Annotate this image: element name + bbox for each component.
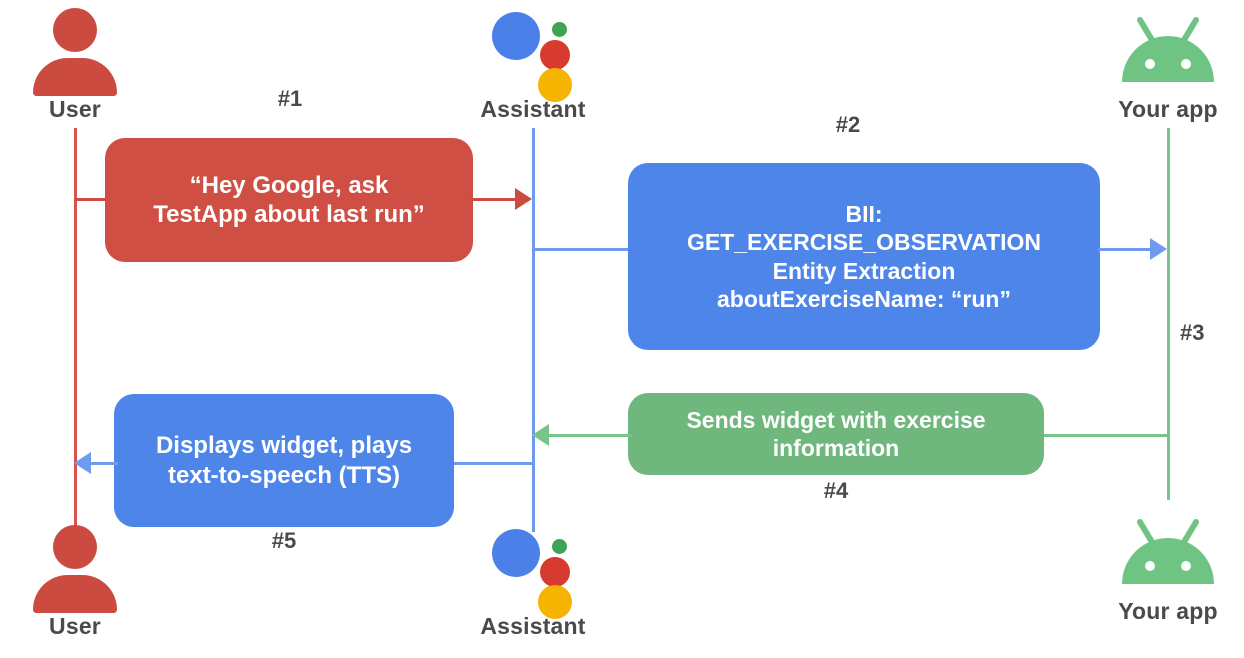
android-robot-icon [1103,510,1233,596]
android-robot-svg [1122,519,1214,584]
android-robot-svg [1122,17,1214,82]
actor-your-app-top: Your app [1103,8,1233,121]
message-step2-line-2: GET_EXERCISE_OBSERVATION [686,229,1042,256]
actor-label-your-app-top: Your app [1118,96,1218,122]
user-body-shape [33,58,117,96]
message-box-step1: “Hey Google, ask TestApp about last run” [105,138,473,262]
message-step2-line-4: aboutExerciseName: “run” [717,285,1011,312]
user-person-icon [10,525,140,613]
message-box-step5: Displays widget, plays text-to-speech (T… [114,394,454,527]
actor-label-assistant-top: Assistant [480,96,586,122]
assistant-blue-dot [492,12,540,60]
google-assistant-icon [468,525,598,619]
arrow-head-step4 [532,424,549,446]
step-number-2: #2 [835,112,861,137]
lifeline-assistant [532,128,535,532]
arrow-line-step1 [470,198,518,201]
actor-your-app-bottom: Your app [1103,510,1233,623]
assistant-yellow-dot [538,585,572,619]
assistant-blue-dot [492,529,540,577]
actor-assistant-bottom: Assistant [468,525,598,638]
lifeline-user [74,128,77,532]
message-step1-line-2: TestApp about last run” [153,201,425,228]
step-number-5: #5 [271,528,297,553]
arrow-line-step5 [90,462,118,465]
connector-assistant-to-step5 [452,462,534,465]
message-step5-line-1: Displays widget, plays [155,432,413,460]
message-step4-line-1: Sends widget with exercise [686,406,986,433]
user-body-shape [33,575,117,613]
user-head-shape [53,8,97,52]
message-step1-line-1: “Hey Google, ask [189,171,389,199]
message-step2-line-1: BII: [845,201,883,228]
actor-label-user-top: User [49,96,101,122]
arrow-line-step3 [1098,248,1153,251]
assistant-yellow-dot [538,68,572,102]
message-step2-line-3: Entity Extraction [772,257,956,284]
user-head-shape [53,525,97,569]
arrow-head-step5 [74,452,91,474]
actor-label-user-bottom: User [49,613,101,639]
assistant-green-dot [552,22,567,37]
step-number-4: #4 [823,478,849,503]
android-robot-icon [1103,8,1233,94]
actor-label-assistant-bottom: Assistant [480,613,586,639]
message-box-step2: BII: GET_EXERCISE_OBSERVATION Entity Ext… [628,163,1100,350]
actor-assistant-top: Assistant [468,8,598,121]
arrow-line-step4 [548,434,632,437]
actor-label-your-app-bottom: Your app [1118,598,1218,624]
connector-assistant-to-step2 [532,248,632,251]
lifeline-your-app [1167,128,1170,500]
user-person-icon [10,8,140,96]
actor-user-bottom: User [10,525,140,638]
actor-user-top: User [10,8,140,121]
arrow-head-step3 [1150,238,1167,260]
assistant-red-dot [540,557,570,587]
message-box-step4: Sends widget with exercise information [628,393,1044,475]
assistant-green-dot [552,539,567,554]
assistant-red-dot [540,40,570,70]
step-number-1: #1 [277,86,303,111]
message-step4-line-2: information [772,435,900,461]
google-assistant-icon [468,8,598,102]
message-step5-line-2: text-to-speech (TTS) [167,461,400,489]
connector-user-to-step1 [74,198,114,201]
step-number-3: #3 [1180,320,1205,345]
connector-app-to-step4 [1040,434,1168,437]
arrow-head-step1 [515,188,532,210]
